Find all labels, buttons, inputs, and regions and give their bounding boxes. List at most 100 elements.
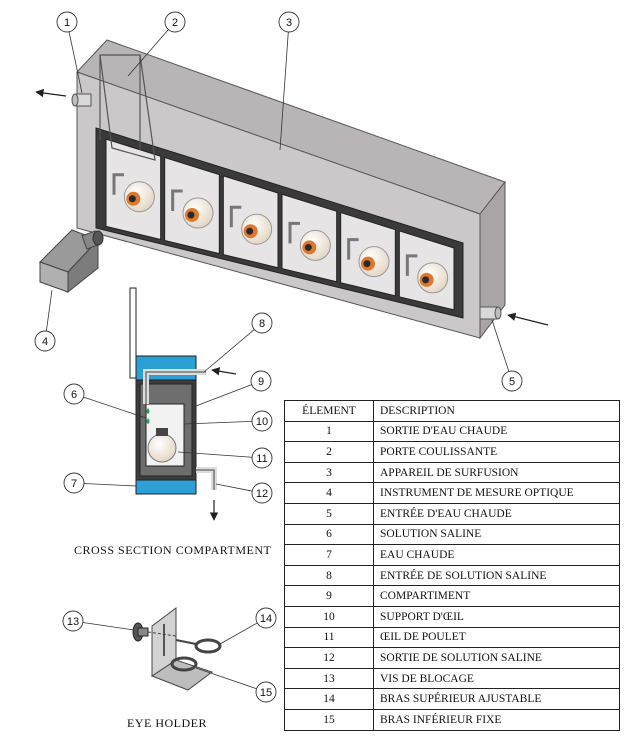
- callout-circle: [251, 312, 273, 334]
- callout-circle: [34, 330, 56, 352]
- element-number: 1: [284, 420, 374, 443]
- element-number: 4: [284, 482, 374, 504]
- element-description: ENTRÉE DE SOLUTION SALINE: [373, 564, 620, 587]
- callout-leader: [195, 667, 257, 690]
- callout-leader: [45, 289, 53, 332]
- compartment: [398, 230, 455, 311]
- callout-circle: [501, 370, 523, 392]
- element-description: ŒIL DE POULET: [373, 626, 620, 649]
- element-number: 7: [284, 544, 374, 566]
- element-description: SORTIE D'EAU CHAUDE: [373, 420, 620, 443]
- callout-leader: [203, 329, 255, 373]
- callout-circle: [251, 482, 273, 504]
- callout-number: 15: [260, 687, 272, 699]
- element-number: 11: [284, 626, 374, 649]
- callout-leader: [491, 319, 510, 372]
- element-number: 15: [284, 708, 374, 731]
- lower-fixed-arm: [170, 656, 198, 672]
- callout-circle: [250, 370, 272, 392]
- element-number: 2: [284, 441, 374, 463]
- compartment-row: [105, 138, 455, 311]
- compartment: [281, 193, 338, 283]
- callout-leader: [83, 396, 147, 419]
- callout-number: 8: [259, 318, 265, 330]
- callout-circle: [251, 447, 273, 469]
- callout-leader: [279, 31, 289, 151]
- cross-section-caption: CROSS SECTION COMPARTMENT: [74, 543, 272, 557]
- element-description: SORTIE DE SOLUTION SALINE: [373, 647, 620, 669]
- saline-outlet-pipe: [196, 467, 217, 490]
- callout-number: 2: [172, 17, 178, 29]
- chicken-eye: [147, 433, 177, 463]
- callout-leader: [127, 29, 169, 77]
- element-description: APPAREIL DE SURFUSION: [373, 461, 620, 484]
- callout-number: 14: [260, 613, 272, 625]
- upper-adjustable-arm: [194, 638, 222, 654]
- compartment: [222, 175, 279, 269]
- supercooling-apparatus: [35, 39, 549, 340]
- header-element: ÉLEMENT: [284, 400, 374, 422]
- callout-circle: [278, 11, 300, 33]
- callout-number: 6: [71, 389, 77, 401]
- callout-number: 5: [509, 376, 515, 388]
- callout-circle: [62, 610, 84, 632]
- element-number: 12: [284, 647, 374, 669]
- element-number: 10: [284, 605, 374, 628]
- cross-section-compartment: [129, 287, 237, 521]
- callout-circle: [63, 383, 85, 405]
- element-number: 13: [284, 667, 374, 690]
- element-description: SUPPORT D'ŒIL: [373, 605, 620, 628]
- callout-leader: [83, 483, 137, 487]
- callout-circle: [255, 607, 277, 629]
- callout-number: 11: [256, 453, 267, 465]
- callout-leader: [183, 420, 253, 425]
- sliding-door: [99, 54, 156, 161]
- callout-leader: [215, 483, 253, 492]
- eye-holder-caption: EYE HOLDER: [127, 716, 207, 730]
- compartment: [340, 211, 396, 297]
- optical-measuring-instrument: [39, 229, 104, 294]
- element-number: 5: [284, 502, 374, 525]
- callout-circle: [63, 472, 85, 494]
- callout-number: 13: [67, 616, 79, 628]
- parts-table-header: ÉLEMENT DESCRIPTION: [284, 400, 620, 422]
- callout-circle: [164, 11, 186, 33]
- callout-circle: [255, 681, 277, 703]
- element-number: 8: [284, 564, 374, 587]
- bottom-water-jacket: [135, 479, 197, 495]
- callout-number: 12: [256, 488, 268, 500]
- callout-leader: [82, 622, 135, 631]
- callout-leader: [219, 622, 258, 645]
- element-description: SOLUTION SALINE: [373, 523, 620, 546]
- callout-number: 7: [71, 478, 77, 490]
- saline-drop: [146, 408, 150, 414]
- callout-leader: [177, 451, 253, 458]
- callout-number: 9: [258, 376, 264, 388]
- callout-number: 1: [64, 17, 70, 29]
- element-number: 6: [284, 523, 374, 546]
- element-description: INSTRUMENT DE MESURE OPTIQUE: [373, 482, 620, 504]
- element-description: BRAS INFÉRIEUR FIXE: [373, 708, 620, 731]
- callout-number: 10: [256, 416, 268, 428]
- element-number: 14: [284, 688, 374, 710]
- element-number: 3: [284, 461, 374, 484]
- element-description: VIS DE BLOCAGE: [373, 667, 620, 690]
- callout-number: 3: [286, 17, 292, 29]
- callout-circle: [251, 410, 273, 432]
